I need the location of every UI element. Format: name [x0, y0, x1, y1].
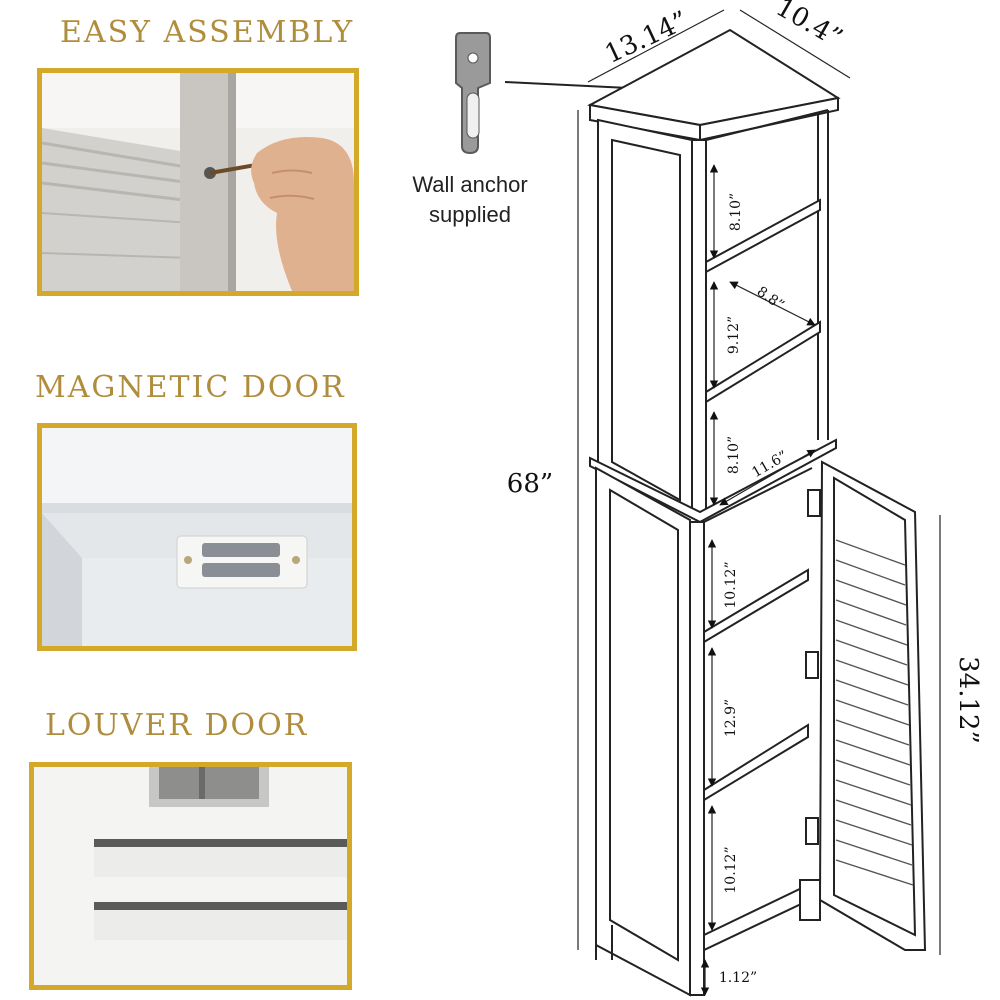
wall-anchor-icon — [455, 32, 491, 155]
dim-upper-shelf-2: 9.12” — [726, 316, 742, 354]
dim-lower-shelf-2: 12.9” — [723, 699, 739, 737]
magnetic-door-heading: MAGNETIC DOOR — [35, 370, 346, 405]
dim-lower-shelf-1: 10.12” — [723, 561, 739, 608]
wall-anchor-label: Wall anchor supplied — [390, 170, 550, 230]
dim-depth: 10.4” — [771, 0, 848, 54]
dim-upper-shelf-3: 8.10” — [726, 436, 742, 474]
wall-anchor-line1: Wall anchor — [412, 172, 528, 197]
dim-height: 68” — [507, 469, 553, 499]
dim-lower-shelf-3: 10.12” — [723, 846, 739, 893]
dim-lower-height: 34.12” — [953, 656, 983, 744]
dim-inner-depth: 8.8” — [754, 284, 787, 314]
dim-upper-shelf-1: 8.10” — [728, 193, 744, 231]
magnetic-door-photo — [37, 423, 357, 651]
louver-door-heading: LOUVER DOOR — [45, 708, 309, 743]
easy-assembly-heading: EASY ASSEMBLY — [60, 15, 355, 50]
dim-leg-height: 1.12” — [719, 970, 757, 986]
wall-anchor-line2: supplied — [429, 202, 511, 227]
easy-assembly-photo — [37, 68, 359, 296]
louver-door-photo — [29, 762, 352, 990]
